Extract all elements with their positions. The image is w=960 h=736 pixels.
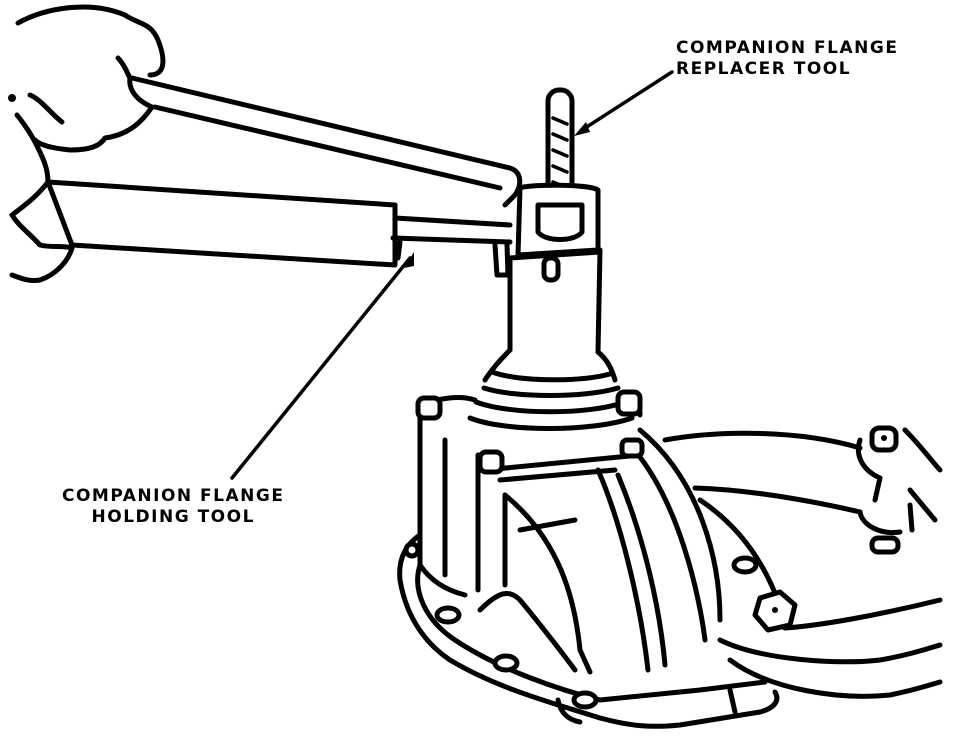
replacer-leader-line — [580, 70, 674, 132]
replacer-tool-handle — [129, 75, 523, 208]
holding-leader-line — [230, 256, 412, 480]
replacer-tool-screw — [545, 87, 575, 205]
carrier-cover-flange — [397, 532, 780, 729]
replacer-tool-label: COMPANION FLANGE REPLACER TOOL — [676, 38, 898, 80]
carrier-bolts — [415, 389, 798, 633]
holding-arrowhead — [404, 252, 414, 268]
pinion-seal-housing — [467, 347, 635, 431]
holding-tool-label: COMPANION FLANGE HOLDING TOOL — [62, 486, 284, 528]
companion-flange-head — [507, 182, 603, 355]
holding-tool-label-line-1: COMPANION FLANGE — [62, 486, 285, 506]
replacer-tool-label-line-2: REPLACER TOOL — [676, 59, 852, 79]
holding-tool-handle — [45, 179, 513, 278]
leader-lines — [230, 70, 674, 480]
axle-tube — [662, 427, 943, 699]
holding-tool-label-line-2: HOLDING TOOL — [91, 507, 255, 527]
suspension-arm-bracket — [855, 425, 915, 555]
replacer-tool-label-line-1: COMPANION FLANGE — [676, 38, 899, 58]
hand — [8, 4, 166, 283]
replacer-arrowhead — [574, 122, 590, 136]
